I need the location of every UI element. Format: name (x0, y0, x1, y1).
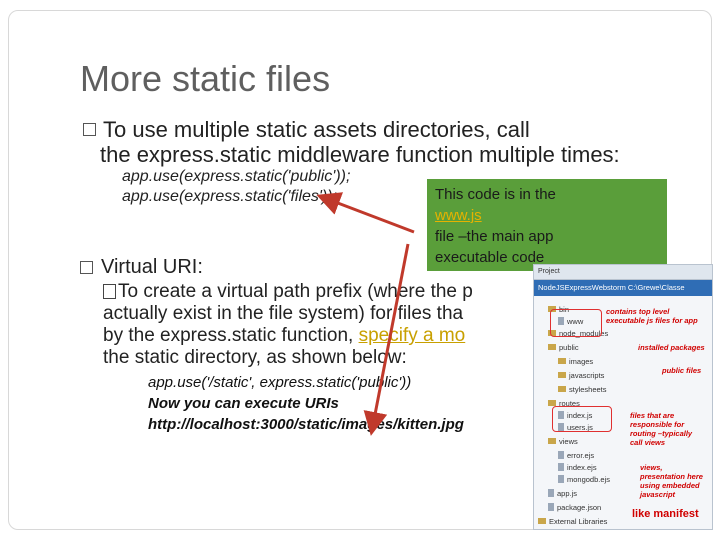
tree-item-label: mongodb.ejs (567, 475, 610, 484)
tree-item[interactable]: mongodb.ejs (558, 473, 610, 486)
tree-item-label: views (559, 437, 578, 446)
tree-item[interactable]: External Libraries (538, 515, 607, 528)
folder-icon (538, 518, 546, 524)
ide-root-folder[interactable]: NodeJSExpressWebstorm C:\Grewe\Classe (534, 280, 712, 296)
tree-item-label: routes (559, 399, 580, 408)
bullet1-line2: the express.static middleware function m… (100, 142, 620, 167)
tree-item-label: users.js (567, 423, 593, 432)
code2-line1: app.use('/static', express.static('publi… (148, 374, 412, 391)
tree-item[interactable]: images (558, 355, 593, 368)
code1-line2: app.use(express.static('files')); (122, 188, 338, 205)
tree-item[interactable]: www (558, 315, 583, 328)
tree-item-label: javascripts (569, 371, 605, 380)
tree-item[interactable]: error.ejs (558, 449, 594, 462)
folder-icon (558, 386, 566, 392)
tree-item-label: index.ejs (567, 463, 597, 472)
folder-icon (548, 400, 556, 406)
tree-item-label: app.js (557, 489, 578, 498)
annotation-public: public files (662, 366, 702, 375)
code-block-virtual-uri: app.use('/static', express.static('publi… (148, 372, 464, 435)
file-icon (558, 411, 564, 419)
sub-bullet-virtual-path: To create a virtual path prefix (where t… (103, 281, 543, 369)
code2-line3: http://localhost:3000/static/images/kitt… (148, 416, 464, 433)
tree-item[interactable]: views (548, 435, 578, 448)
folder-icon (558, 358, 566, 364)
file-icon (548, 489, 554, 497)
note-link-wwwjs[interactable]: www.js (435, 207, 482, 224)
tree-item-label: node_modules (559, 329, 609, 338)
tree-item-label: package.json (557, 503, 602, 512)
tree-item-label: public (559, 343, 579, 352)
folder-icon (548, 344, 556, 350)
note-line4: executable code (435, 249, 545, 266)
annotation-package-json: like manifest (632, 508, 699, 520)
file-icon (558, 451, 564, 459)
file-icon (558, 475, 564, 483)
tree-item-label: index.js (567, 411, 593, 420)
bullet-square-icon (80, 261, 93, 274)
tree-item[interactable]: stylesheets (558, 383, 607, 396)
bullet1-line1: To use multiple static assets directorie… (103, 117, 530, 142)
file-icon (558, 463, 564, 471)
tree-item-label: www (567, 317, 584, 326)
note-callout: This code is in the www.js file –the mai… (427, 179, 667, 271)
annotation-node-modules: installed packages (638, 343, 705, 352)
tree-item[interactable]: public (548, 341, 579, 354)
annotation-views: views, presentation here using embedded … (640, 463, 703, 499)
bullet-square-icon (83, 123, 96, 136)
ide-project-panel: Project NodeJSExpressWebstorm C:\Grewe\C… (533, 264, 713, 530)
sub-part4: the static directory, as shown below: (103, 347, 407, 368)
file-icon (558, 317, 564, 325)
sub-bullet-glyph-icon (103, 284, 116, 299)
note-line3: file –the main app (435, 228, 554, 245)
tree-item[interactable]: routes (548, 397, 580, 410)
sub-part1: To create a virtual path prefix (where t… (118, 281, 473, 302)
code2-line2: Now you can execute URIs (148, 395, 339, 412)
highlight-bin-folder (550, 309, 602, 337)
tree-item-label: images (569, 357, 594, 366)
tree-item-label: External Libraries (549, 517, 608, 526)
bullet2-label: Virtual URI: (101, 256, 203, 278)
tree-item[interactable]: users.js (558, 421, 593, 434)
tree-item[interactable]: app.js (548, 487, 577, 500)
annotation-routes: files that are responsible for routing –… (630, 411, 693, 447)
sub-part2: actually exist in the file system) for f… (103, 303, 464, 324)
bullet-multiple-static: To use multiple static assets directorie… (80, 117, 700, 167)
sub-part3: by the express.static function, (103, 325, 359, 346)
file-icon (548, 503, 554, 511)
tree-item-label: stylesheets (569, 385, 607, 394)
file-icon (558, 423, 564, 431)
tree-item-label: error.ejs (567, 451, 595, 460)
folder-icon (558, 372, 566, 378)
tree-item[interactable]: index.ejs (558, 461, 597, 474)
note-line1: This code is in the (435, 186, 556, 203)
highlight-routes-files (552, 406, 612, 432)
bullet-virtual-uri: Virtual URI: (80, 256, 203, 279)
slide-title: More static files (80, 58, 331, 99)
tree-item[interactable]: javascripts (558, 369, 604, 382)
code1-line1: app.use(express.static('public')); (122, 168, 351, 185)
code-block-static-dirs: app.use(express.static('public')); app.u… (122, 167, 350, 207)
sub-highlight-link[interactable]: specify a mo (358, 325, 466, 346)
tree-item[interactable]: index.js (558, 409, 592, 422)
tree-item[interactable]: package.json (548, 501, 601, 514)
ide-project-tab[interactable]: Project (534, 265, 712, 280)
folder-icon (548, 438, 556, 444)
annotation-bin: contains top level executable js files f… (606, 307, 698, 325)
